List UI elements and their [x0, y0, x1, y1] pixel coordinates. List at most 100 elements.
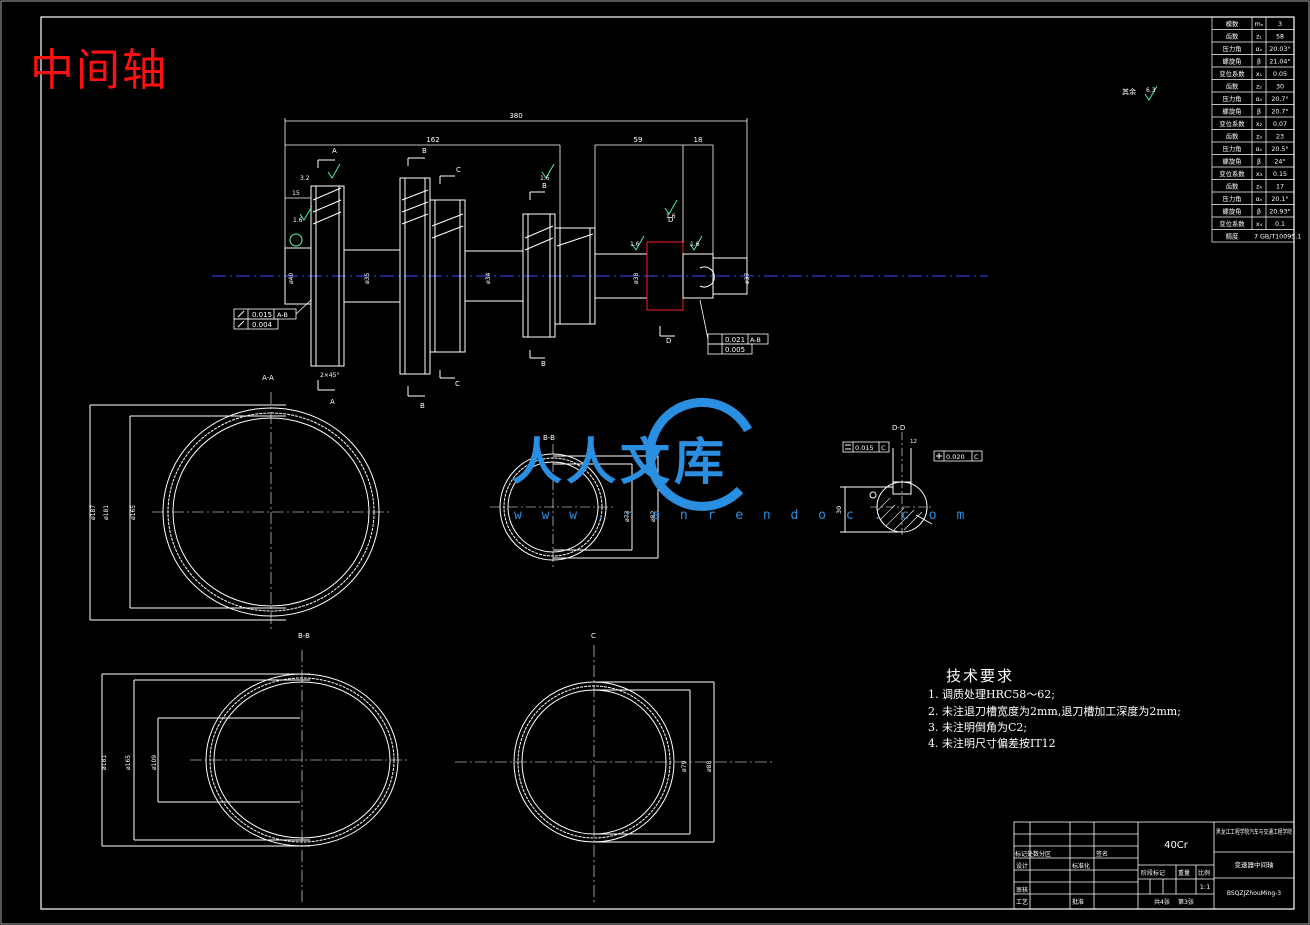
- shaft-main-view: [284, 177, 748, 375]
- tol-right-cyl: 0.005: [725, 346, 745, 354]
- gear-table-cell: 21.04°: [1269, 58, 1290, 66]
- section-cut-markers: [317, 157, 675, 397]
- dd-symm-datum: C: [974, 453, 979, 461]
- parallel-icon: [845, 444, 851, 450]
- gear-table-cell: 变位系数: [1219, 219, 1245, 228]
- gear-table-cell: 压力角: [1223, 44, 1242, 53]
- label-b-top: B: [422, 147, 427, 155]
- gear-table-cell: 23: [1276, 134, 1284, 141]
- gear-table-cell: αₙ: [1256, 46, 1263, 53]
- tolerance-frame-right: [699, 299, 769, 355]
- tb-process: 工艺: [1016, 898, 1028, 906]
- gear-table-cell: αₙ: [1256, 146, 1263, 153]
- tb-stage: 阶段标记: [1141, 869, 1165, 877]
- label-chamfer: 2×45°: [320, 372, 339, 379]
- gear-table-cell: 齿数: [1226, 82, 1239, 91]
- tb-approve: 批准: [1072, 898, 1084, 906]
- roughness-r2: 3.2: [300, 175, 310, 182]
- gear-table-cell: 变位系数: [1219, 169, 1245, 178]
- gear-table-cell: 0.05: [1273, 71, 1287, 78]
- label-d-top: D: [668, 216, 673, 224]
- tech-requirement-item: 2. 未注退刀槽宽度为2mm,退刀槽加工深度为2mm;: [928, 705, 1181, 718]
- tb-scale: 1:1: [1200, 883, 1210, 891]
- dd-depth: 12: [910, 439, 917, 445]
- tol-left-datum: A-B: [277, 311, 288, 319]
- dd-width: 30: [835, 506, 843, 514]
- gear-table-cell: 压力角: [1223, 144, 1242, 153]
- watermark-url: w w w . r e n r e n d o c . c o m: [514, 508, 971, 523]
- c-inner-dia: ø79: [681, 761, 688, 772]
- b2-root-dia: ø109: [151, 755, 158, 770]
- aa-root-dia: ø165: [130, 505, 137, 520]
- tb-check: 审核: [1016, 886, 1028, 894]
- cylindricity-icon: [237, 320, 245, 328]
- label-aa: A-A: [262, 374, 274, 382]
- tol-left-runout: 0.015: [252, 311, 272, 319]
- gear-table-cell: mₙ: [1255, 21, 1264, 28]
- dd-parallel-value: 0.015: [855, 444, 874, 452]
- section-bb2-centerlines: [190, 650, 410, 905]
- gear-table-cell: 压力角: [1223, 94, 1242, 103]
- label-bb2: B-B: [298, 632, 310, 640]
- gear-table-cell: 20.1°: [1271, 195, 1288, 203]
- tb-sign: 签名: [1096, 850, 1108, 858]
- tech-requirement-item: 1. 调质处理HRC58～62;: [928, 688, 1055, 701]
- aa-outer-dia: ø187: [90, 505, 97, 520]
- gear-table-cell: 20.03°: [1269, 45, 1290, 53]
- gear-table-cell: 变位系数: [1219, 69, 1245, 78]
- section-dd-view: [840, 432, 934, 535]
- roughness-rest-value: 6.3: [1146, 87, 1156, 94]
- gear-table-cell: x₃: [1256, 171, 1263, 178]
- dim-dia-40: ø40: [288, 273, 295, 284]
- gear-table-cell: x₄: [1256, 221, 1263, 228]
- aa-inner-dia: ø181: [103, 505, 110, 520]
- gear-table-cell: 齿数: [1226, 182, 1239, 191]
- tb-ratio: 比例: [1198, 869, 1210, 877]
- gear-table-cell: z₃: [1256, 134, 1262, 141]
- gear-table-cell: 变位系数: [1219, 119, 1245, 128]
- roughness-r6: 1.6: [690, 241, 700, 248]
- dim-dia-35: ø35: [364, 273, 371, 284]
- gear-table-cell: 20.5°: [1271, 145, 1288, 153]
- tb-material: 40Cr: [1164, 840, 1189, 851]
- gear-table-cell: αₙ: [1256, 96, 1263, 103]
- gear-table-cell: z₂: [1256, 84, 1262, 91]
- tech-requirements-title: 技术要求: [946, 667, 1015, 685]
- tb-weight: 重量: [1178, 869, 1190, 877]
- top-dimensions: [284, 118, 748, 258]
- gear-table-cell: z₄: [1256, 184, 1262, 191]
- gear-table-cell: β: [1257, 159, 1261, 166]
- label-c-top: C: [456, 166, 461, 174]
- gear-table-cell: 58: [1276, 34, 1284, 41]
- inner-frame: [40, 16, 1295, 910]
- datum-a-icon: [289, 233, 303, 247]
- dim-dia-38: ø38: [633, 273, 640, 284]
- gear-table-cell: 24°: [1274, 158, 1285, 166]
- gear-table-cell: β: [1257, 109, 1261, 116]
- tech-requirement-item: 3. 未注明倒角为C2;: [928, 721, 1028, 734]
- c-outer-dia: ø88: [706, 761, 713, 772]
- gear-table-cell: 17: [1276, 184, 1284, 191]
- roughness-r3: 1.6: [540, 175, 550, 182]
- gear-table-cell: 模数: [1226, 19, 1239, 28]
- roughness-r5: 1.6: [630, 241, 640, 248]
- gear-table-cell: 螺旋角: [1223, 57, 1242, 66]
- watermark-brand: 人人文库: [512, 432, 728, 491]
- b2-outer-dia: ø181: [101, 755, 108, 770]
- tb-rev: 标记处数分区: [1015, 850, 1051, 858]
- gear-table-cell: x₁: [1256, 71, 1263, 78]
- label-c-section: C: [591, 632, 596, 640]
- roughness-rest-label: 其余: [1122, 87, 1136, 96]
- dim-59: 59: [634, 136, 643, 144]
- gear-table-cell: 20.93°: [1269, 208, 1290, 216]
- tb-part-name: 变速器中间轴: [1235, 860, 1275, 869]
- label-b-bottom: B: [420, 402, 425, 410]
- gear-table-cell: x₂: [1256, 121, 1263, 128]
- label-c-bottom: C: [455, 380, 460, 388]
- section-aa-centerlines: [152, 392, 392, 630]
- tech-requirement-item: 4. 未注明尺寸偏差按IT12: [928, 737, 1056, 750]
- dim-overall-length: 380: [509, 112, 522, 120]
- tb-school: 黑龙江工程学院汽车与交通工程学院: [1216, 828, 1292, 836]
- gear-table-cell: 0.15: [1273, 171, 1287, 178]
- title-block: [1013, 821, 1295, 910]
